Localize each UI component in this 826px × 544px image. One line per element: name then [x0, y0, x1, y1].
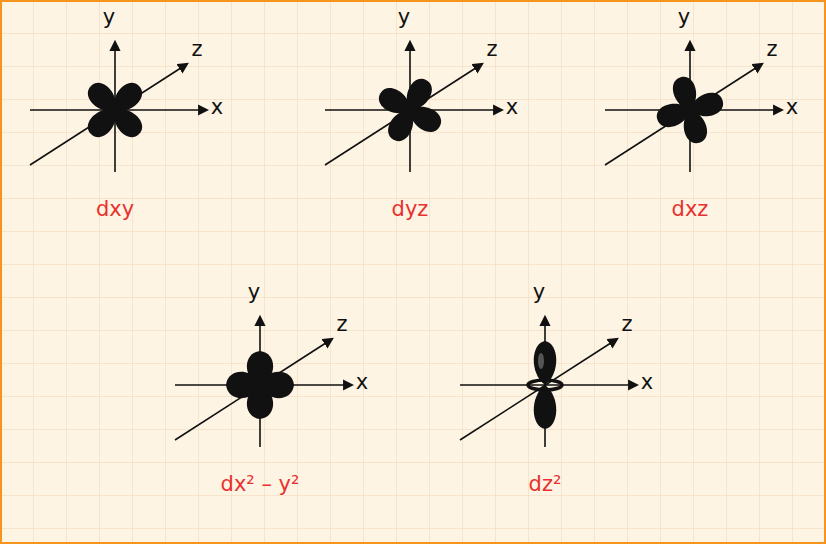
dxz-orbital	[605, 42, 782, 172]
orbital-name: dxz	[672, 198, 709, 221]
dyz-orbital	[325, 42, 502, 172]
dx2-y2-orbital	[175, 317, 352, 447]
axis-label: x	[786, 96, 798, 119]
axis-label: y	[533, 281, 545, 304]
orbital-name: dx² – y²	[221, 473, 300, 496]
axis-label: x	[356, 371, 368, 394]
axis-label: z	[336, 313, 347, 336]
axis-label: x	[506, 96, 518, 119]
axis-label: y	[103, 6, 115, 29]
axis-label: x	[211, 96, 223, 119]
axis-label: z	[191, 38, 202, 61]
dxy-orbital	[30, 42, 207, 172]
axis-label: z	[486, 38, 497, 61]
axis-label: z	[621, 313, 632, 336]
axis-label: y	[248, 281, 260, 304]
orbital-name: dz²	[529, 473, 562, 496]
orbital-name: dxy	[96, 198, 134, 221]
axis-label: x	[641, 371, 653, 394]
dz2-orbital	[460, 317, 637, 447]
axis-label: y	[398, 6, 410, 29]
axis-label: y	[678, 6, 690, 29]
orbital-name: dyz	[392, 198, 429, 221]
axis-label: z	[766, 38, 777, 61]
